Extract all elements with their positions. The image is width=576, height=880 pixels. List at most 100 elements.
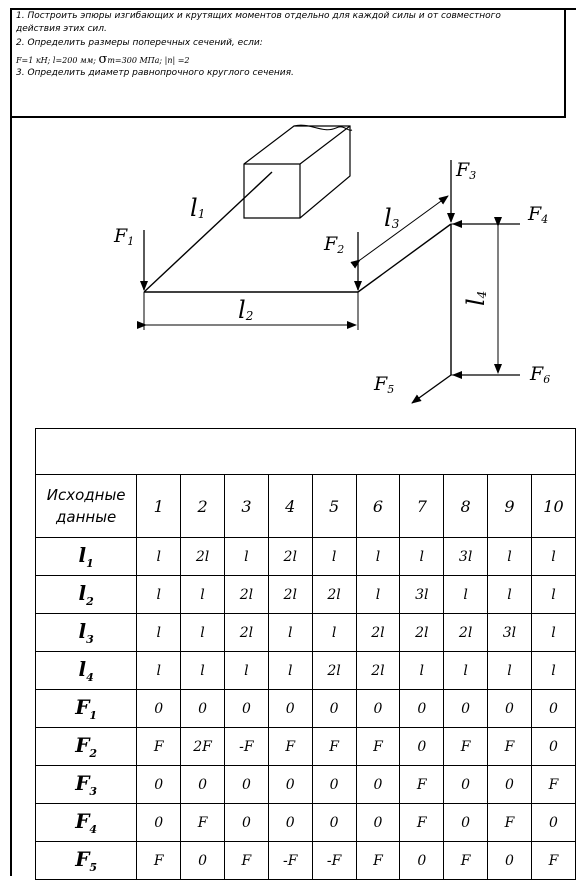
table-cell: 0 — [443, 803, 489, 842]
row-parameter-index: 2 — [86, 595, 94, 608]
given-force-length: F=1 кН; l=200 мм; — [16, 56, 96, 65]
table-cell: 2l — [355, 651, 401, 690]
table-cell: 0 — [311, 803, 357, 842]
table-cell: F — [443, 727, 489, 766]
label-F4: F4 — [527, 203, 548, 226]
column-header: 4 — [267, 474, 313, 538]
column-header: 6 — [355, 474, 401, 538]
task-item-1-cont: действия этих сил. — [16, 24, 107, 34]
table-cell: -F — [311, 841, 357, 880]
table-cell: 0 — [399, 727, 445, 766]
table-cell: F — [267, 727, 313, 766]
row-parameter: F1 — [34, 689, 138, 728]
table-cell: 0 — [180, 841, 225, 880]
row-parameter: l4 — [34, 651, 138, 690]
table-cell: 3l — [399, 575, 445, 614]
table-cell: 0 — [311, 689, 357, 728]
table-cell: 0 — [487, 765, 532, 804]
row-parameter: F2 — [34, 727, 138, 766]
table-cell: 2l — [267, 575, 313, 614]
table-cell: 0 — [355, 689, 401, 728]
table-cell: l — [399, 651, 445, 690]
table-cell: l — [267, 613, 313, 652]
column-header: 3 — [223, 474, 269, 538]
row-parameter-index: 5 — [89, 861, 98, 874]
label-F2: F2 — [323, 233, 344, 256]
table-cell: l — [355, 537, 401, 576]
label-F5: F5 — [373, 373, 394, 396]
drawing-frame — [10, 8, 576, 876]
table-caption — [35, 428, 576, 475]
table-cell: F — [487, 727, 532, 766]
table-cell: 0 — [487, 689, 532, 728]
table-cell: l — [180, 575, 225, 614]
table-cell: 0 — [311, 765, 357, 804]
row-parameter-symbol: F — [75, 695, 90, 719]
task-item-2-params: F=1 кН; l=200 мм; σт=300 МПа; |n| =2 — [16, 52, 190, 67]
row-parameter: l1 — [34, 537, 138, 576]
row-parameter-symbol: l — [78, 581, 87, 605]
table-cell: 2l — [223, 575, 269, 614]
table-cell: 0 — [267, 689, 313, 728]
table-cell: F — [355, 727, 401, 766]
table-cell: l — [311, 613, 357, 652]
table-cell: 2l — [267, 537, 313, 576]
table-cell: -F — [223, 727, 269, 766]
header-label: Исходные данные — [34, 474, 138, 538]
dimension-lines — [137, 195, 510, 376]
row-parameter-symbol: l — [78, 543, 87, 567]
table-cell: 2l — [223, 613, 269, 652]
table-cell: l — [180, 651, 225, 690]
table-cell: F — [136, 841, 182, 880]
table-cell: 0 — [180, 689, 225, 728]
table-cell: -F — [267, 841, 313, 880]
table-cell: 0 — [399, 689, 445, 728]
table-cell: l — [136, 613, 182, 652]
table-cell: F — [399, 803, 445, 842]
table-cell: 0 — [136, 765, 182, 804]
table-cell: F — [223, 841, 269, 880]
row-parameter-index: 1 — [89, 709, 98, 722]
table-cell: 0 — [136, 803, 182, 842]
table-cell: l — [223, 537, 269, 576]
task-item-3: 3. Определить диаметр равнопрочного круг… — [16, 68, 294, 78]
table-cell: l — [311, 537, 357, 576]
table-cell: 2l — [311, 575, 357, 614]
table-cell: 2l — [311, 651, 357, 690]
table-cell: l — [136, 651, 182, 690]
table-cell: 0 — [399, 841, 445, 880]
row-parameter: F3 — [34, 765, 138, 804]
table-cell: 0 — [180, 765, 225, 804]
table-cell: l — [443, 575, 489, 614]
table-cell: 0 — [530, 803, 576, 842]
table-cell: l — [530, 537, 576, 576]
table-cell: l — [530, 575, 576, 614]
table-cell: F — [530, 765, 576, 804]
row-parameter-symbol: F — [75, 809, 90, 833]
table-cell: 2l — [180, 537, 225, 576]
table-cell: 0 — [487, 841, 532, 880]
table-cell: l — [530, 651, 576, 690]
table-cell: F — [399, 765, 445, 804]
table-cell: F — [443, 841, 489, 880]
table-cell: l — [136, 537, 182, 576]
row-parameter-symbol: F — [75, 771, 90, 795]
table-cell: l — [267, 651, 313, 690]
row-parameter-symbol: F — [75, 733, 90, 757]
table-cell: F — [355, 841, 401, 880]
label-l4: l4 — [462, 291, 490, 306]
column-header: 8 — [443, 474, 489, 538]
row-parameter: F4 — [34, 803, 138, 842]
table-cell: F — [180, 803, 225, 842]
table-cell: 0 — [355, 803, 401, 842]
column-header: 10 — [530, 474, 576, 538]
row-parameter: l2 — [34, 575, 138, 614]
